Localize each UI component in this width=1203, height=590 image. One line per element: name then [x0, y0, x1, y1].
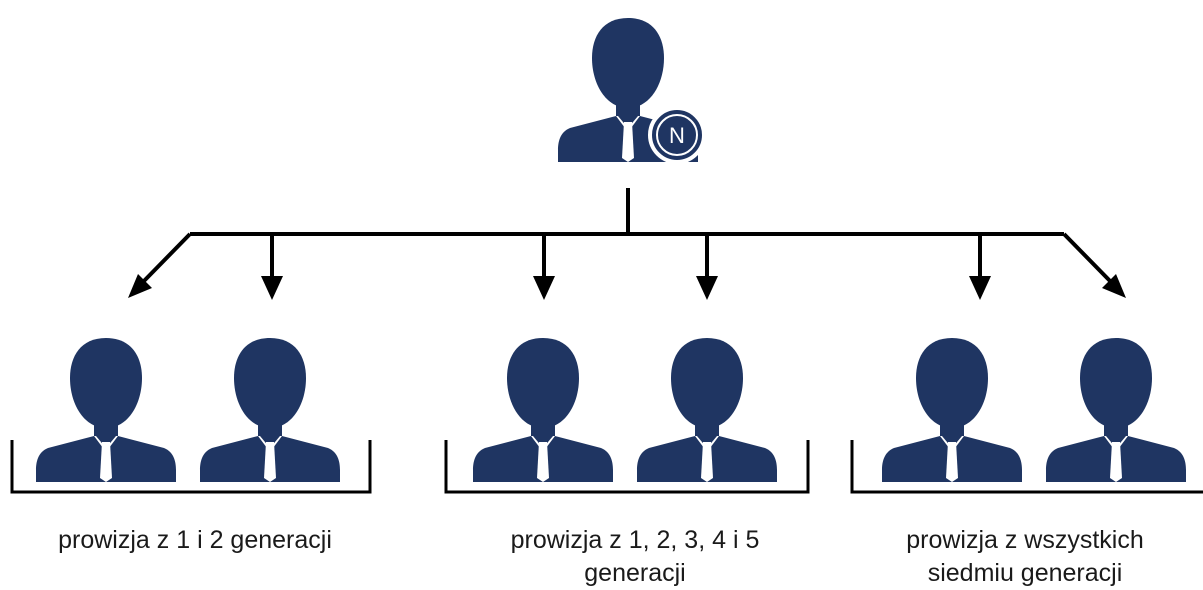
- group-3: [850, 338, 1203, 494]
- businessman-icon: [882, 338, 1022, 482]
- group-2: [444, 338, 810, 494]
- badge-n: N: [648, 106, 706, 164]
- badge-label: N: [669, 123, 685, 148]
- arrow-6: [1102, 274, 1126, 298]
- group-1: [10, 338, 372, 494]
- top-person: N: [558, 18, 706, 164]
- arrowheads: [128, 274, 1126, 300]
- businessman-icon: [473, 338, 613, 482]
- arrow-1: [128, 274, 152, 298]
- arrow-4: [696, 276, 718, 300]
- group-bracket: [10, 440, 372, 494]
- group-2-caption: prowizja z 1, 2, 3, 4 i 5 generacji: [510, 526, 760, 587]
- arrow-3: [533, 276, 555, 300]
- group-3-caption: prowizja z wszystkich siedmiu generacji: [906, 526, 1144, 587]
- businessman-icon: [36, 338, 176, 482]
- group-bracket: [850, 440, 1203, 494]
- businessman-icon: [200, 338, 340, 482]
- group-bracket: [444, 440, 810, 494]
- arrow-2: [261, 276, 283, 300]
- arrow-5: [969, 276, 991, 300]
- businessman-icon: [1046, 338, 1186, 482]
- connectors: [140, 188, 1114, 285]
- businessman-icon: [637, 338, 777, 482]
- group-1-caption: prowizja z 1 i 2 generacji: [58, 526, 332, 554]
